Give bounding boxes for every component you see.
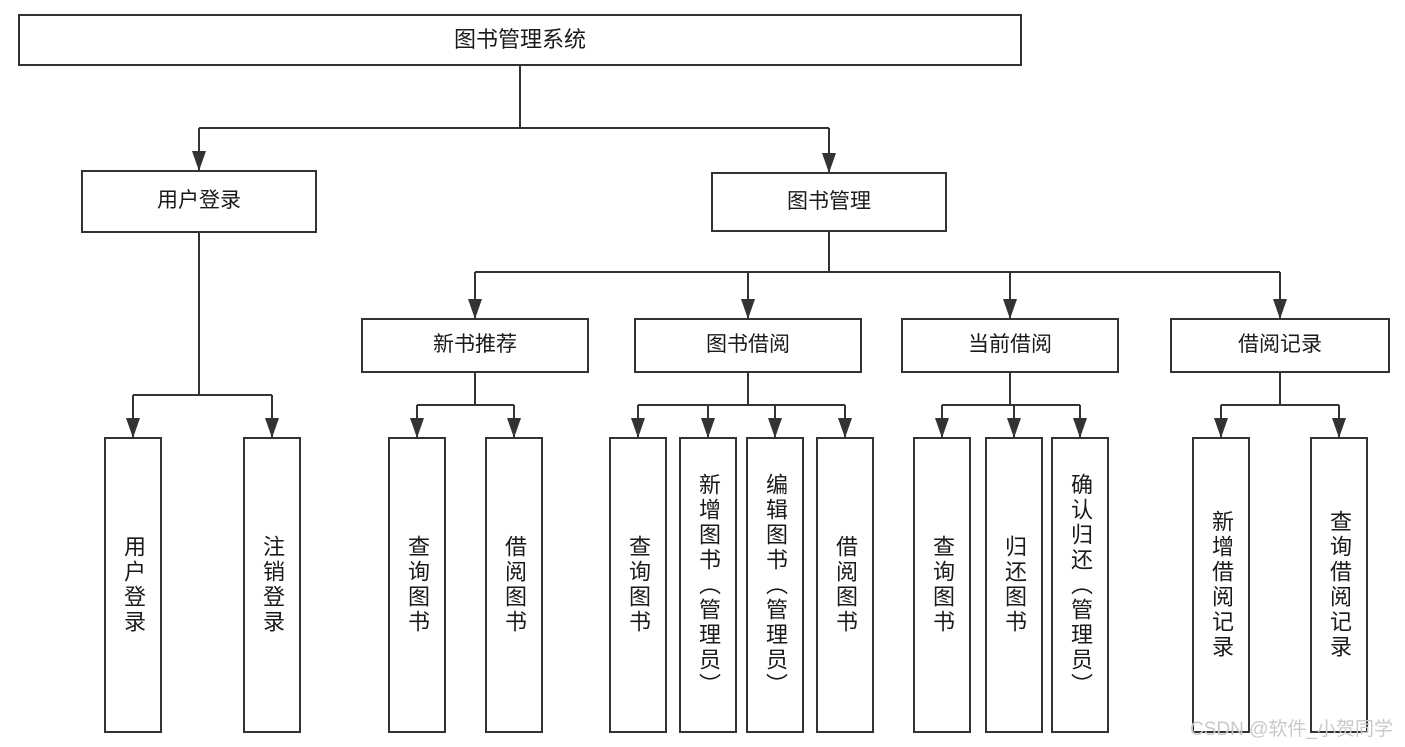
node-label: 新增图书（管理员） [696, 472, 721, 698]
node-book-borrow[interactable]: 图书借阅 [634, 318, 862, 373]
leaf-borrow-book-2[interactable]: 借阅图书 [816, 437, 874, 733]
node-label: 当前借阅 [968, 333, 1052, 357]
leaf-user-login[interactable]: 用户登录 [104, 437, 162, 733]
node-label: 借阅记录 [1238, 333, 1322, 357]
node-label: 图书管理系统 [453, 27, 586, 53]
node-book-manage[interactable]: 图书管理 [711, 172, 947, 232]
node-label: 新书推荐 [433, 333, 517, 357]
node-label: 注销登录 [260, 535, 285, 635]
node-new-book-recommend[interactable]: 新书推荐 [361, 318, 589, 373]
node-label: 借阅图书 [833, 535, 858, 635]
node-label: 图书管理 [787, 189, 871, 213]
node-label: 归还图书 [1002, 535, 1027, 635]
node-user-login[interactable]: 用户登录 [81, 170, 317, 233]
leaf-query-borrow-record[interactable]: 查询借阅记录 [1310, 437, 1368, 733]
leaf-edit-book[interactable]: 编辑图书（管理员） [746, 437, 804, 733]
node-root[interactable]: 图书管理系统 [18, 14, 1022, 66]
node-label: 新增借阅记录 [1209, 510, 1234, 660]
leaf-query-book-3[interactable]: 查询图书 [913, 437, 971, 733]
node-label: 查询图书 [930, 535, 955, 635]
node-label: 查询借阅记录 [1327, 510, 1352, 660]
node-borrow-record[interactable]: 借阅记录 [1170, 318, 1390, 373]
csdn-watermark: CSDN @软件_小贺同学 [1190, 719, 1393, 740]
leaf-query-book-2[interactable]: 查询图书 [609, 437, 667, 733]
node-current-borrow[interactable]: 当前借阅 [901, 318, 1119, 373]
leaf-confirm-return[interactable]: 确认归还（管理员） [1051, 437, 1109, 733]
leaf-query-book-1[interactable]: 查询图书 [388, 437, 446, 733]
leaf-add-borrow-record[interactable]: 新增借阅记录 [1192, 437, 1250, 733]
leaf-borrow-book-1[interactable]: 借阅图书 [485, 437, 543, 733]
node-label: 编辑图书（管理员） [763, 472, 788, 698]
node-label: 查询图书 [626, 535, 651, 635]
node-label: 图书借阅 [706, 333, 790, 357]
node-label: 借阅图书 [502, 535, 527, 635]
leaf-return-book[interactable]: 归还图书 [985, 437, 1043, 733]
node-label: 查询图书 [405, 535, 430, 635]
node-label: 确认归还（管理员） [1068, 472, 1093, 698]
node-label: 用户登录 [157, 189, 241, 213]
leaf-add-book[interactable]: 新增图书（管理员） [679, 437, 737, 733]
leaf-logout[interactable]: 注销登录 [243, 437, 301, 733]
node-label: 用户登录 [121, 535, 146, 635]
